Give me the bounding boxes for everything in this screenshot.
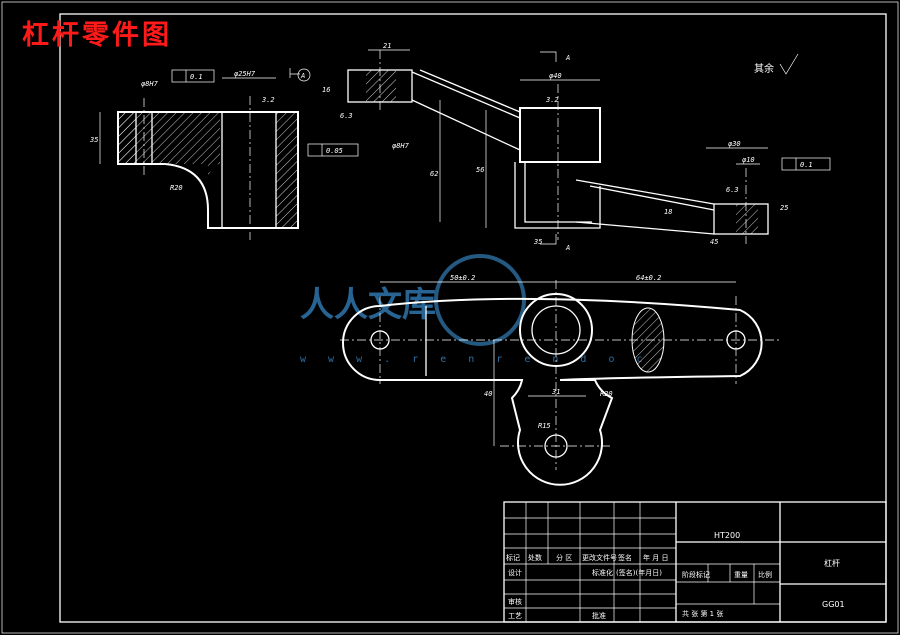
rough-63-right: 6.3 <box>726 186 739 194</box>
drawing-number: GG01 <box>822 600 845 609</box>
dim-16: 16 <box>322 86 330 94</box>
dim-phi25h7: φ25H7 <box>234 70 256 78</box>
rough-32: 3.2 <box>261 96 275 104</box>
dim-40: 40 <box>484 390 492 398</box>
material: HT200 <box>714 531 740 540</box>
tb-scale: 比例 <box>758 570 772 579</box>
watermark-text: 人人文库 <box>300 285 436 325</box>
dim-45: 45 <box>710 238 718 246</box>
tb-change-no: 更改文件号 <box>582 553 617 562</box>
tb-mark: 标记 <box>506 553 520 562</box>
tb-zone: 分 区 <box>556 553 572 562</box>
section-a-top: A <box>565 54 570 62</box>
tb-stage: 阶段标记 <box>682 570 710 579</box>
tb-standard: 标准化 <box>592 568 613 577</box>
tol-01-right: 0.1 <box>800 161 813 169</box>
rough-63: 6.3 <box>340 112 353 120</box>
left-section-view: 35 φ25H7 0.1 φ8H7 R20 A 3.2 <box>89 68 311 240</box>
dim-r15: R15 <box>538 422 551 430</box>
watermark: 人人文库 w w w . r e n r e n d o c <box>300 254 651 365</box>
dim-25: 25 <box>780 204 788 212</box>
drawing-title: 杠杆零件图 <box>22 20 172 51</box>
dim-phi40: φ40 <box>549 72 562 80</box>
dim-phi8h7: φ8H7 <box>141 80 159 88</box>
dim-18: 18 <box>664 208 672 216</box>
dim-phi8h7-b: φ8H7 <box>392 142 410 150</box>
dim-35: 35 <box>89 136 98 144</box>
dim-21: 21 <box>383 42 391 50</box>
inner-frame <box>59 13 887 623</box>
dim-62: 62 <box>430 170 438 178</box>
dim-56: 56 <box>476 166 484 174</box>
title-block: HT200 杠杆 GG01 标记 处数 分 区 更改文件号 签名 年 月 日 设… <box>503 501 887 623</box>
tb-design: 设计 <box>508 568 522 577</box>
rough-32-b: 3.2 <box>545 96 559 104</box>
center-section-view: 21 16 6.3 0.05 φ8H7 φ40 A A 62 56 3.2 35 <box>307 42 601 252</box>
dim-r20-b: R20 <box>600 390 613 398</box>
tb-audit: 审核 <box>508 597 522 606</box>
dim-35-b: 35 <box>533 238 542 246</box>
tol-005: 0.05 <box>326 147 343 155</box>
tb-sign-date: (签名)(年月日) <box>616 568 662 577</box>
dim-64: 64±0.2 <box>636 274 661 282</box>
right-arm-view: φ30 φ10 0.1 18 45 25 6.3 <box>575 140 831 246</box>
dim-31: 31 <box>551 388 560 396</box>
tb-count: 处数 <box>528 553 542 562</box>
tb-date: 年 月 日 <box>643 553 668 562</box>
dim-50: 50±0.2 <box>450 274 475 282</box>
dim-phi30: φ30 <box>728 140 741 148</box>
tb-weight: 重量 <box>734 571 748 579</box>
tb-sign: 签名 <box>618 553 632 562</box>
tb-approve: 批准 <box>592 611 606 620</box>
roughness-symbol <box>779 53 799 75</box>
dim-phi10: φ10 <box>742 156 755 164</box>
surface-note: 其余 <box>754 62 774 75</box>
plan-view: 50±0.2 64±0.2 40 31 R20 R15 <box>340 274 780 486</box>
dim-r20: R20 <box>170 184 183 192</box>
tb-sheets: 共 张 第 1 张 <box>682 609 723 618</box>
part-name: 杠杆 <box>824 558 840 568</box>
tb-process: 工艺 <box>508 612 522 620</box>
watermark-url: w w w . r e n r e n d o c <box>300 354 651 365</box>
section-a-bottom: A <box>565 244 570 252</box>
tol-parallel: 0.1 <box>190 73 203 81</box>
datum-a: A <box>300 72 305 80</box>
